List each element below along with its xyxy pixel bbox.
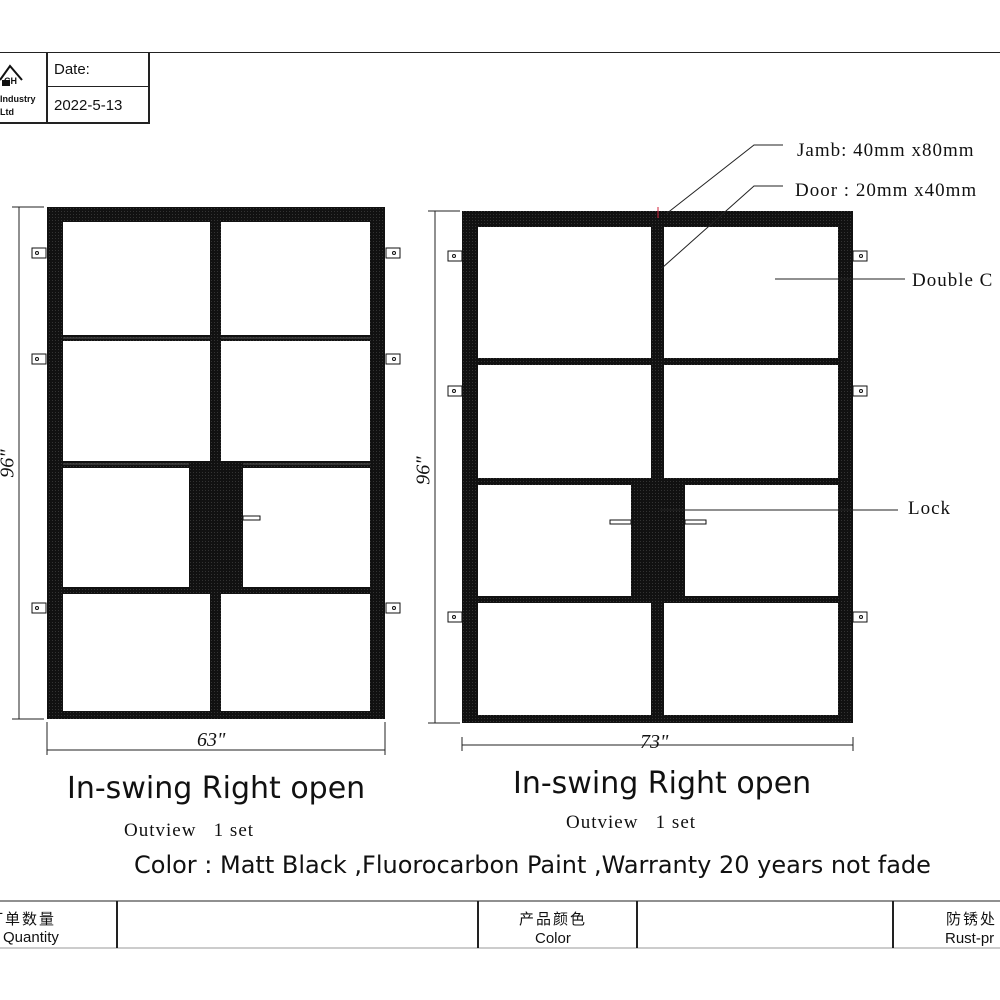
color-cn-label: 产品颜色 [519,911,588,928]
quantity-label: Quantity [3,929,59,946]
title-block-divider [46,86,148,87]
title-block-border [0,122,150,124]
top-border [0,52,1000,53]
company-logo: CH Industry Ltd [0,54,44,120]
right-door-height-label: 96" [412,456,435,485]
left-door-drawing [12,206,401,755]
left-door-view-label: Outview 1 set [124,820,255,841]
right-door-drawing [428,144,905,751]
date-value: 2022-5-13 [54,97,123,114]
logo-text: CH [4,76,17,86]
hinge-icon [447,250,868,623]
right-door-frame [462,211,853,723]
title-block-divider [46,52,48,122]
left-door-width-label: 63" [197,729,226,751]
lock-callout: Lock [908,498,952,519]
hinge-icon [31,247,401,614]
date-label: Date: [54,61,90,78]
jamb-callout: Jamb: 40mm x80mm [797,140,975,161]
right-door-view-label: Outview 1 set [566,812,697,833]
left-door-caption: In-swing Right open [67,771,366,806]
left-door-handle [242,515,261,521]
logo-text: Industry [0,94,36,104]
color-note: Color : Matt Black ,Fluorocarbon Paint ,… [134,851,931,879]
glass-callout: Double C [912,270,994,291]
right-door-handle [684,519,707,525]
house-logo-icon [0,64,23,86]
right-door-width-label: 73" [640,731,669,753]
rust-label: Rust-pr [945,930,995,947]
left-door-frame [47,207,385,719]
right-door-caption: In-swing Right open [513,766,812,801]
right-door-handle [609,519,632,525]
logo-text: Ltd [0,107,14,117]
rust-cn-label: 防锈处 [946,911,998,928]
door-callout: Door : 20mm x40mm [795,180,978,201]
quantity-cn-label: 订单数量 [0,911,57,928]
title-block-divider [148,52,150,124]
bottom-table-grid [0,900,1000,949]
color-label: Color [535,930,571,947]
left-door-height-label: 96" [0,449,19,478]
